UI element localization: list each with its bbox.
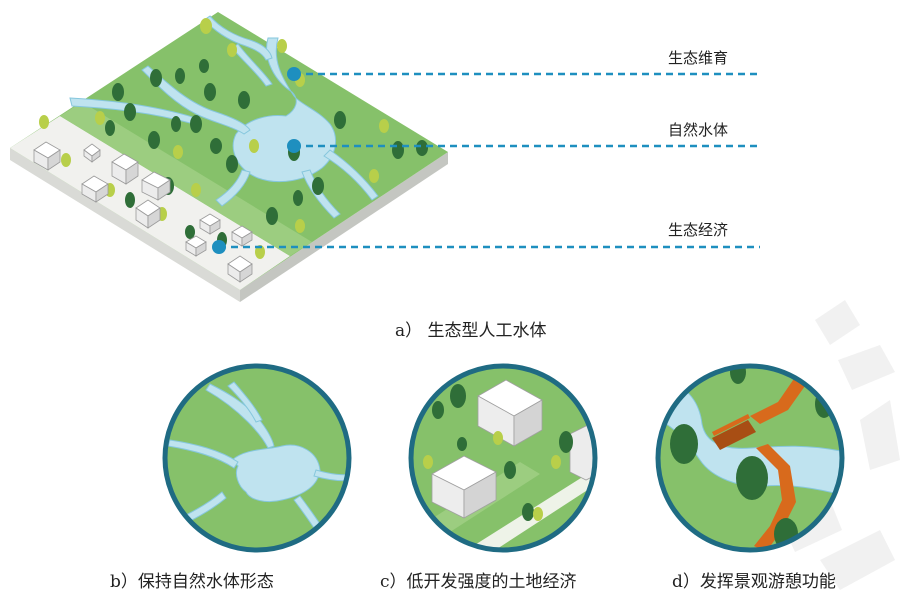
callout-label-water: 自然水体 (668, 121, 729, 139)
slab-left-side (10, 148, 240, 302)
building (33, 141, 61, 171)
lawn-strip (60, 102, 312, 256)
callout-dot-water (287, 139, 301, 153)
circle-d-border (655, 363, 845, 553)
building (83, 143, 101, 163)
callout-lines (212, 67, 760, 254)
circle-c-land-economy (408, 363, 598, 553)
building (185, 235, 207, 257)
circle-d-recreation (655, 363, 845, 553)
caption-d: d）发挥景观游憩功能 (672, 572, 836, 592)
grass-plane (10, 12, 448, 290)
callout-label-economy: 生态经济 (668, 221, 729, 239)
building (111, 153, 139, 185)
building (199, 213, 221, 235)
circle-b-border (162, 363, 352, 553)
building (81, 175, 109, 203)
boardwalk-path (750, 370, 812, 550)
circle-b-water-form (162, 363, 352, 553)
circle-c-border (408, 363, 598, 553)
building (231, 225, 253, 247)
callout-dot-ecology (287, 67, 301, 81)
caption-b: b）保持自然水体形态 (110, 572, 274, 592)
callout-label-ecology: 生态维育 (668, 49, 729, 67)
isometric-landscape (10, 12, 760, 302)
building (141, 171, 171, 201)
bridge (712, 414, 756, 450)
caption-a: a） 生态型人工水体 (395, 321, 547, 341)
building (227, 255, 253, 283)
building (135, 199, 161, 229)
slab-right-side (240, 152, 448, 302)
caption-c: c）低开发强度的土地经济 (380, 572, 577, 592)
callout-dot-economy (212, 240, 226, 254)
trees-light (39, 18, 389, 259)
buildings (33, 141, 253, 283)
